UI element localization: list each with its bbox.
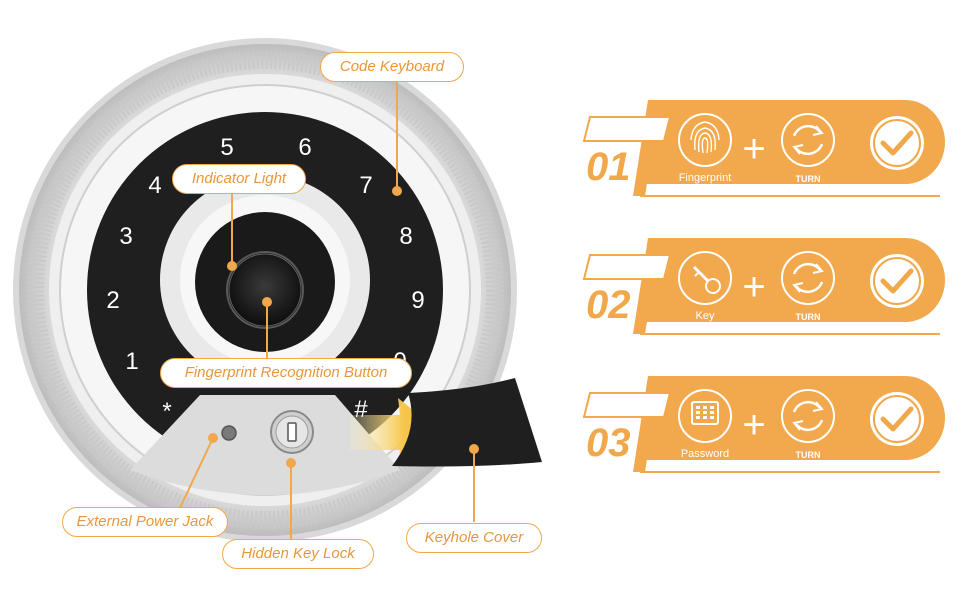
turn-icon	[792, 124, 824, 156]
check-icon	[880, 406, 914, 432]
option-number: 01	[586, 145, 631, 189]
method-label: Password	[680, 448, 730, 460]
method-label: Fingerprint	[678, 172, 732, 184]
svg-text:+: +	[742, 403, 765, 447]
callout-code-keyboard: Code Keyboard	[320, 52, 464, 82]
key-icon	[692, 265, 721, 294]
keypad-key-4[interactable]: 4	[148, 172, 162, 199]
option-number: 03	[586, 421, 631, 465]
turn-label: TURN	[795, 450, 821, 460]
fingerprint-button[interactable]	[226, 251, 304, 329]
callout-hidden-key-lock: Hidden Key Lock	[222, 539, 374, 569]
svg-text:+: +	[742, 265, 765, 309]
option-card-3: +	[582, 376, 945, 473]
turn-label: TURN	[795, 312, 821, 322]
keypad-key-hash[interactable]: #	[354, 396, 368, 423]
callout-keyhole-cover: Keyhole Cover	[406, 523, 542, 553]
keypad-key-8[interactable]: 8	[399, 223, 413, 250]
callout-indicator-light: Indicator Light	[172, 164, 306, 194]
keypad-key-9[interactable]: 9	[411, 287, 425, 314]
keypad-key-star[interactable]: *	[162, 398, 172, 425]
keypad-key-3[interactable]: 3	[119, 223, 133, 250]
method-label: Key	[695, 310, 715, 322]
keypad-key-6[interactable]: 6	[298, 134, 312, 161]
fingerprint-icon	[690, 121, 720, 154]
check-icon	[880, 268, 914, 294]
turn-label: TURN	[795, 174, 821, 184]
keypad-key-2[interactable]: 2	[106, 287, 120, 314]
option-card-1: +	[582, 100, 945, 197]
option-card-2: +	[582, 238, 945, 335]
callout-external-power-jack: External Power Jack	[62, 507, 228, 537]
keypad-icon	[691, 401, 719, 425]
turn-icon	[792, 262, 824, 294]
key-lock[interactable]	[270, 410, 314, 454]
svg-text:+: +	[742, 127, 765, 171]
keypad-key-7[interactable]: 7	[359, 172, 373, 199]
keypad-key-5[interactable]: 5	[220, 134, 234, 161]
callout-leaders	[179, 80, 479, 540]
option-number: 02	[586, 283, 631, 327]
power-jack[interactable]	[221, 425, 237, 441]
keyhole-cover[interactable]	[392, 378, 542, 467]
keypad-key-1[interactable]: 1	[125, 348, 139, 375]
turn-icon	[792, 400, 824, 432]
check-icon	[880, 130, 914, 156]
callout-fingerprint-button: Fingerprint Recognition Button	[160, 358, 412, 388]
option-cards: +	[582, 100, 945, 473]
